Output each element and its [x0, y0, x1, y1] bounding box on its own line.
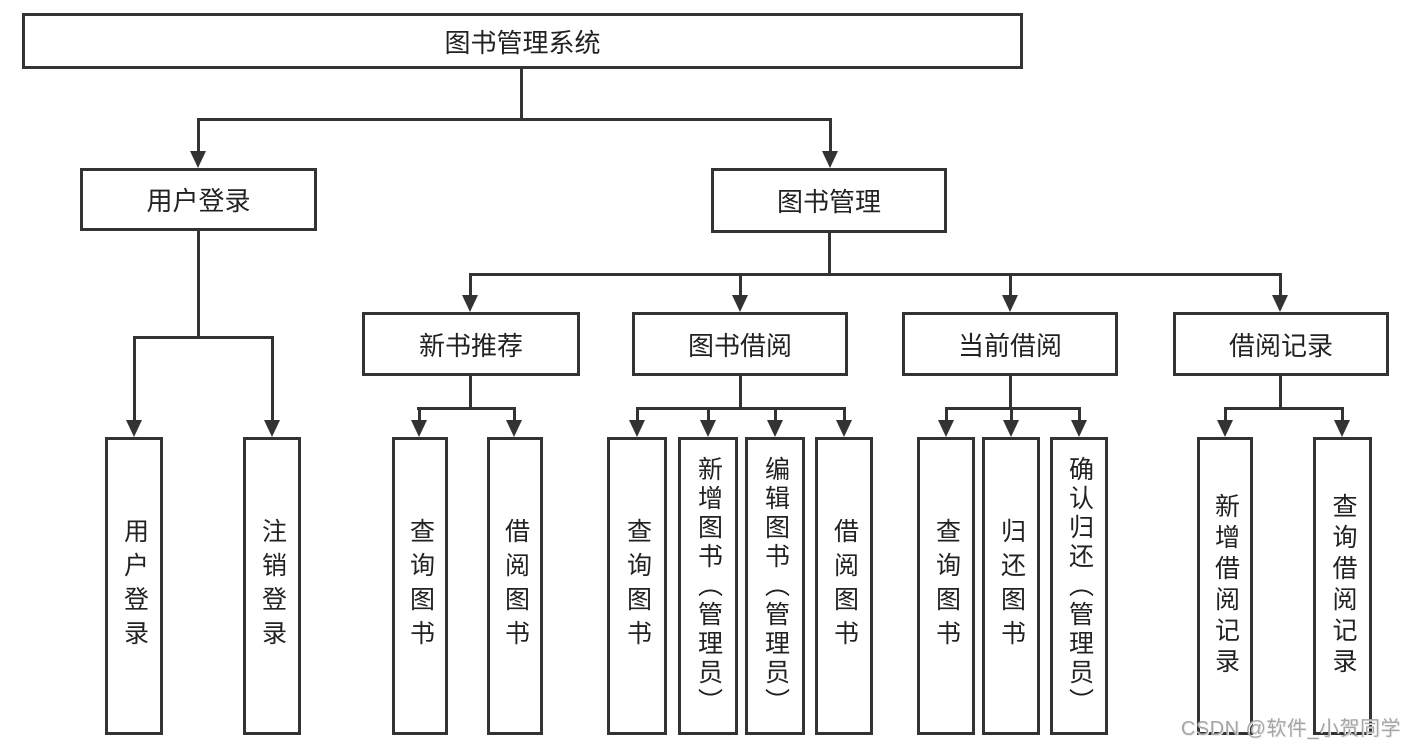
connector-line	[945, 409, 948, 420]
leaf-query-books-borrowing: 查询图书	[607, 437, 667, 735]
leaf-query-books-current: 查询图书	[917, 437, 975, 735]
connector-line	[636, 409, 639, 420]
leaf-add-book-admin: 新增图书（管理员）	[678, 437, 738, 735]
leaf-edit-book-admin: 编辑图书（管理员）	[745, 437, 805, 735]
leaf-borrow-books: 借阅图书	[815, 437, 873, 735]
connector-line	[513, 409, 516, 420]
arrow-down-icon	[1002, 295, 1018, 312]
arrow-down-icon	[822, 151, 838, 168]
connector-line	[197, 120, 200, 151]
arrow-down-icon	[190, 151, 206, 168]
connector-line	[520, 69, 523, 120]
connector-line	[829, 120, 832, 151]
connector-line	[1009, 376, 1012, 410]
connector-line	[197, 118, 832, 121]
connector-line	[271, 338, 274, 420]
leaf-label: 借阅图书	[830, 518, 859, 654]
arrow-down-icon	[767, 420, 783, 437]
node-label: 新书推荐	[418, 330, 523, 361]
node-label: 用户登录	[146, 186, 251, 216]
leaf-label: 用户登录	[120, 518, 149, 654]
connector-line	[469, 376, 472, 410]
connector-line	[133, 338, 136, 420]
leaf-label: 查询借阅记录	[1329, 493, 1357, 679]
node-label: 图书管理	[776, 187, 881, 217]
node-borrowing-records: 借阅记录	[1173, 312, 1389, 376]
arrow-down-icon	[411, 420, 427, 437]
leaf-label: 查询图书	[406, 518, 435, 654]
leaf-label: 归还图书	[997, 518, 1026, 654]
leaf-label: 新增图书（管理员）	[694, 455, 723, 717]
connector-line	[1341, 409, 1344, 420]
connector-line	[707, 409, 710, 420]
leaf-query-books-recommend: 查询图书	[392, 437, 448, 735]
watermark: CSDN @软件_小贺同学	[1180, 718, 1401, 740]
connector-line	[1224, 409, 1227, 420]
connector-line	[1009, 275, 1012, 295]
connector-line	[945, 407, 1081, 410]
arrow-down-icon	[1217, 420, 1233, 437]
node-label: 图书管理系统	[444, 27, 601, 58]
node-user-login: 用户登录	[80, 168, 317, 231]
node-library-management-system: 图书管理系统	[22, 13, 1023, 69]
arrow-down-icon	[629, 420, 645, 437]
leaf-query-borrow-record: 查询借阅记录	[1313, 437, 1372, 735]
leaf-label: 编辑图书（管理员）	[761, 455, 790, 717]
arrow-down-icon	[938, 420, 954, 437]
arrow-down-icon	[836, 420, 852, 437]
connector-line	[1224, 407, 1344, 410]
leaf-label: 注销登录	[258, 518, 287, 654]
leaf-add-borrow-record: 新增借阅记录	[1197, 437, 1253, 735]
arrow-down-icon	[1003, 420, 1019, 437]
connector-line	[133, 336, 274, 339]
arrow-down-icon	[1071, 420, 1087, 437]
arrow-down-icon	[462, 295, 478, 312]
connector-line	[1078, 409, 1081, 420]
node-current-borrowing: 当前借阅	[902, 312, 1118, 376]
connector-line	[469, 275, 472, 295]
connector-line	[1279, 376, 1282, 410]
leaf-label: 新增借阅记录	[1211, 493, 1240, 679]
leaf-confirm-return-admin: 确认归还（管理员）	[1050, 437, 1108, 735]
node-label: 当前借阅	[957, 330, 1062, 361]
arrow-down-icon	[732, 295, 748, 312]
connector-line	[197, 231, 200, 339]
leaf-label: 查询图书	[932, 518, 961, 654]
leaf-label: 查询图书	[623, 518, 652, 654]
connector-line	[417, 407, 516, 410]
connector-line	[843, 409, 846, 420]
leaf-logout: 注销登录	[243, 437, 301, 735]
connector-line	[418, 409, 421, 420]
arrow-down-icon	[1334, 420, 1350, 437]
arrow-down-icon	[700, 420, 716, 437]
node-label: 图书借阅	[687, 330, 792, 361]
node-book-borrowing: 图书借阅	[632, 312, 848, 376]
arrow-down-icon	[126, 420, 142, 437]
leaf-label: 确认归还（管理员）	[1065, 455, 1094, 717]
connector-line	[774, 409, 777, 420]
node-label: 借阅记录	[1228, 330, 1333, 361]
leaf-return-book: 归还图书	[982, 437, 1040, 735]
arrow-down-icon	[506, 420, 522, 437]
arrow-down-icon	[1272, 295, 1288, 312]
node-new-book-recommend: 新书推荐	[362, 312, 580, 376]
connector-line	[739, 376, 742, 410]
node-book-management: 图书管理	[711, 168, 947, 233]
arrow-down-icon	[264, 420, 280, 437]
connector-line	[828, 233, 831, 276]
connector-line	[739, 275, 742, 295]
connector-line	[636, 407, 846, 410]
connector-line	[1010, 409, 1013, 420]
leaf-user-login: 用户登录	[105, 437, 163, 735]
connector-line	[1279, 275, 1282, 295]
connector-line	[469, 273, 1282, 276]
leaf-borrow-books-recommend: 借阅图书	[487, 437, 543, 735]
leaf-label: 借阅图书	[501, 518, 530, 654]
